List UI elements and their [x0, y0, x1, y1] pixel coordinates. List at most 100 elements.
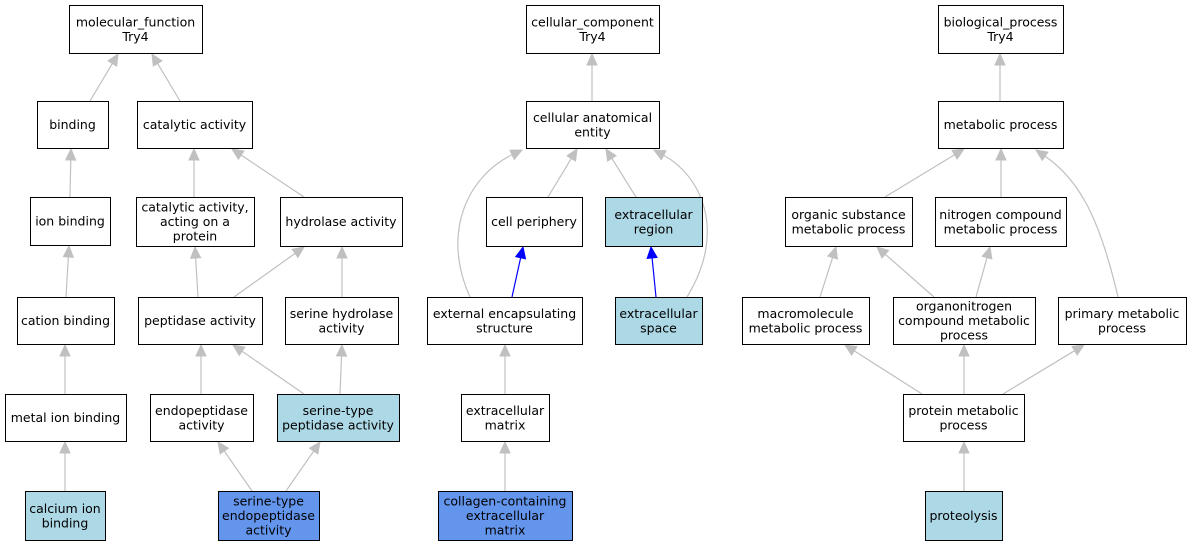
edge-protein-to-organonitrogen: [958, 343, 970, 394]
node-box: [218, 491, 320, 541]
node-box: [69, 5, 203, 54]
edge-encapsulating-to-cae: [457, 149, 524, 298]
node-label: nitrogen compound: [939, 207, 1061, 222]
arrowhead: [566, 147, 578, 162]
node-box: [605, 197, 703, 247]
edge-endopeptidase-to-peptidase: [195, 343, 207, 394]
node-label: extracellular: [614, 207, 693, 222]
edge-line: [195, 257, 199, 298]
edge-line: [89, 63, 113, 102]
node-box: [137, 101, 253, 149]
node-box: [526, 101, 660, 149]
node-label: binding: [49, 117, 96, 132]
edge-organic-to-metabolic: [884, 148, 966, 198]
node-box: [903, 394, 1025, 442]
node-label: process: [939, 417, 987, 432]
node-label: extracellular: [466, 403, 545, 418]
arrowhead: [62, 244, 75, 258]
node-label: activity: [318, 320, 365, 335]
node-cationbinding: cation binding: [17, 297, 115, 345]
edge-peptidase-to-hydrolase: [233, 246, 305, 298]
edge-calcium-to-metalion: [59, 440, 71, 491]
arrowhead: [958, 440, 970, 454]
edge-organonitrogen-to-nitrogen: [975, 245, 993, 298]
arrowhead: [217, 441, 230, 455]
node-label: matrix: [485, 417, 526, 432]
node-label: external encapsulating: [433, 306, 576, 321]
edge-line: [157, 63, 181, 102]
edge-line: [884, 154, 955, 198]
node-label: space: [640, 320, 677, 335]
node-proteolysis: proteolysis: [925, 491, 1003, 541]
node-binding: binding: [37, 101, 109, 149]
node-box: [461, 394, 550, 442]
arrowhead: [335, 343, 348, 357]
arrowhead: [876, 246, 890, 259]
edge-line: [1044, 155, 1119, 298]
node-metalion: metal ion binding: [5, 394, 127, 442]
node-box: [526, 5, 660, 54]
edge-line: [884, 253, 935, 298]
node-label: structure: [476, 320, 533, 335]
edge-line: [547, 158, 572, 198]
edge-metalion-to-cationbinding: [59, 343, 71, 394]
edge-line: [457, 154, 513, 298]
node-box: [136, 197, 255, 247]
arrowhead: [1035, 149, 1049, 162]
edge-serinepeptidase-to-peptidase: [232, 344, 305, 395]
arrowhead: [230, 148, 245, 161]
edge-line: [819, 257, 834, 298]
arrowhead: [107, 52, 119, 67]
arrowhead: [646, 245, 658, 260]
node-label: ion binding: [35, 214, 105, 229]
node-box: [438, 491, 573, 541]
arrowhead: [336, 245, 348, 259]
node-box: [938, 5, 1064, 54]
node-label: cation binding: [21, 313, 110, 328]
edge-line: [975, 257, 988, 298]
node-label: binding: [42, 515, 89, 530]
node-metabolic: metabolic process: [938, 101, 1064, 149]
node-label: activity: [178, 417, 225, 432]
arrowhead: [59, 440, 71, 454]
edge-organonitrogen-to-organic: [876, 246, 935, 298]
edge-proteolysis-to-protein: [958, 440, 970, 491]
arrowhead: [189, 245, 202, 259]
edge-protein-to-macromolecule: [843, 344, 923, 395]
edge-cae-to-cc: [586, 52, 598, 101]
edge-extraspace-to-extraregion: [646, 245, 658, 298]
edge-line: [611, 158, 637, 198]
arrowhead: [188, 147, 200, 161]
edge-ionbinding-to-binding: [64, 147, 77, 198]
node-label: activity: [245, 523, 292, 538]
node-label: peptidase activity: [144, 313, 256, 328]
arrowhead: [586, 52, 598, 66]
edge-peptidase-to-catprotein: [189, 245, 202, 298]
arrowhead: [59, 343, 71, 357]
edge-periphery-to-cae: [547, 147, 578, 198]
edge-nitrogen-to-metabolic: [995, 147, 1007, 197]
arrowhead: [605, 147, 617, 162]
node-label: entity: [574, 124, 611, 139]
node-box: [285, 297, 399, 345]
arrowhead: [994, 52, 1006, 66]
edge-line: [240, 154, 305, 198]
node-label: metal ion binding: [11, 410, 121, 425]
node-label: extracellular: [619, 306, 698, 321]
node-catalytic: catalytic activity: [137, 101, 253, 149]
node-label: primary metabolic: [1065, 306, 1180, 321]
node-ionbinding: ion binding: [30, 197, 111, 246]
arrowhead: [151, 52, 163, 67]
node-box: [150, 394, 254, 442]
arrowhead: [509, 149, 524, 161]
arrowhead: [64, 147, 77, 161]
